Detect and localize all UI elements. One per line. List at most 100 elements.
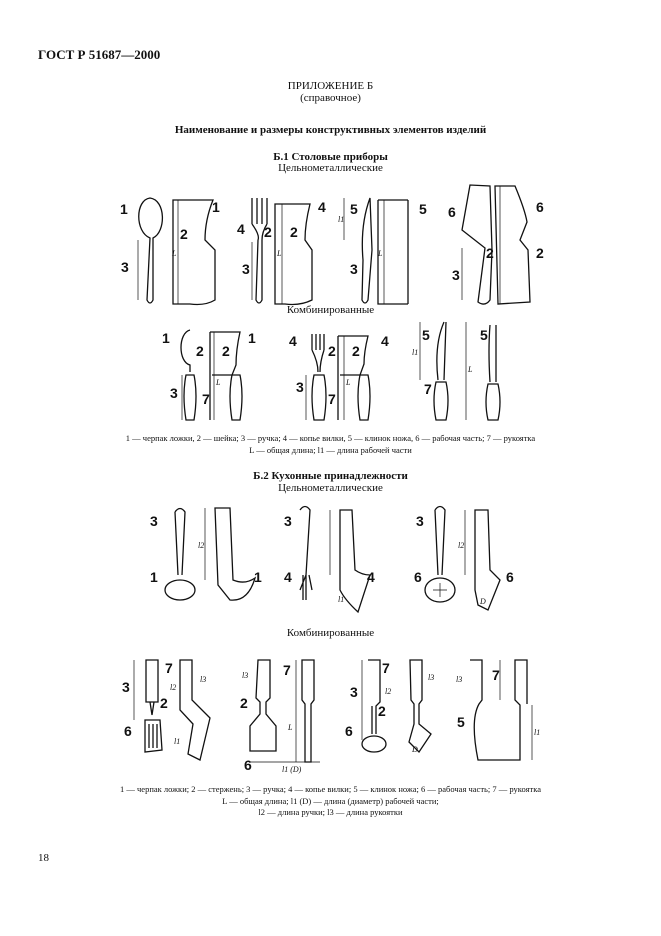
svg-text:5: 5 (480, 327, 488, 343)
svg-text:l1: l1 (412, 348, 418, 357)
figure-spoon-combined (180, 329, 243, 421)
section2-caption-3: l2 — длина ручки; l3 — длина рукоятки (258, 807, 403, 817)
section1-subtitle-solid: Цельнометаллические (278, 162, 383, 174)
figure-knife-solid (343, 197, 409, 305)
svg-text:3: 3 (296, 379, 304, 395)
figure-fork-solid (251, 198, 313, 306)
svg-text:4: 4 (237, 221, 245, 237)
svg-text:3: 3 (452, 267, 460, 283)
svg-text:6: 6 (506, 569, 514, 585)
svg-text:5: 5 (350, 201, 358, 217)
svg-text:L: L (467, 365, 473, 374)
figure-knife-combined (419, 321, 501, 421)
svg-text:1: 1 (120, 201, 128, 217)
svg-text:l3: l3 (428, 673, 434, 682)
section1-title: Б.1 Столовые приборы (273, 151, 388, 163)
appendix-title: ПРИЛОЖЕНИЕ Б (287, 80, 374, 92)
svg-text:7: 7 (328, 391, 336, 407)
section2-title: Б.2 Кухонные принадлежности (253, 470, 408, 482)
appendix-subtitle: (справочное) (300, 92, 361, 104)
svg-text:3: 3 (150, 513, 158, 529)
svg-text:1: 1 (212, 199, 220, 215)
section2-subtitle-solid: Цельнометаллические (278, 482, 383, 494)
svg-text:6: 6 (345, 723, 353, 739)
page-heading: Наименование и размеры конструктивных эл… (174, 124, 487, 136)
row3-labels: 3 1 1 l2 3 4 4 l1 3 6 6 l2 D (150, 513, 514, 606)
svg-text:l1: l1 (534, 728, 540, 737)
svg-text:l1: l1 (338, 595, 344, 604)
figure-ladle-solid (164, 507, 257, 601)
section1-subtitle-combined: Комбинированные (286, 304, 375, 316)
svg-text:D: D (411, 745, 418, 754)
svg-text:4: 4 (284, 569, 292, 585)
svg-text:7: 7 (165, 660, 173, 676)
svg-text:7: 7 (283, 662, 291, 678)
svg-text:2: 2 (160, 695, 168, 711)
svg-text:L: L (377, 249, 383, 258)
svg-text:2: 2 (290, 224, 298, 240)
standard-number: ГОСТ Р 51687—2000 (38, 47, 161, 62)
svg-text:4: 4 (318, 199, 326, 215)
row2-labels: 1 1 2 2 3 7 L 4 4 2 2 3 7 L 5 5 7 l1 L (162, 327, 488, 407)
svg-text:l2: l2 (458, 541, 464, 550)
svg-text:6: 6 (414, 569, 422, 585)
figure-skimmer-solid (424, 505, 501, 611)
svg-text:5: 5 (422, 327, 430, 343)
svg-text:l2: l2 (170, 683, 176, 692)
svg-text:D: D (479, 597, 486, 606)
figure-spatula-combined (133, 659, 211, 761)
svg-text:L: L (287, 723, 293, 732)
svg-text:1: 1 (150, 569, 158, 585)
svg-text:3: 3 (122, 679, 130, 695)
svg-text:7: 7 (202, 391, 210, 407)
svg-text:2: 2 (352, 343, 360, 359)
svg-text:L: L (276, 249, 282, 258)
figure-cleaver-combined (470, 659, 533, 761)
svg-text:l2: l2 (198, 541, 204, 550)
svg-text:2: 2 (536, 245, 544, 261)
svg-text:l1: l1 (338, 215, 344, 224)
figure-ladle-combined (361, 659, 432, 754)
section1-caption-2: L — общая длина; l1 — длина рабочей част… (249, 445, 412, 455)
svg-text:3: 3 (416, 513, 424, 529)
svg-text:l3: l3 (200, 675, 206, 684)
row4-labels: 3 7 2 6 l2 l3 l1 7 2 6 l3 L l1 (D) 3 7 2… (122, 660, 540, 774)
svg-text:5: 5 (457, 714, 465, 730)
svg-text:2: 2 (328, 343, 336, 359)
row1-labels: 1 1 2 3 L 4 4 2 2 3 L 5 5 3 l1 L 6 6 2 2… (120, 199, 544, 283)
figure-spoon-solid (137, 197, 216, 306)
section2-caption-1: 1 — черпак ложки; 2 — стержень; 3 — ручк… (120, 784, 541, 794)
svg-text:3: 3 (242, 261, 250, 277)
svg-text:1: 1 (248, 330, 256, 346)
svg-text:1: 1 (254, 569, 262, 585)
section2-caption-2: L — общая длина; l1 (D) — длина (диаметр… (222, 796, 439, 806)
svg-text:6: 6 (536, 199, 544, 215)
svg-text:L: L (345, 378, 351, 387)
svg-text:7: 7 (492, 667, 500, 683)
svg-text:4: 4 (289, 333, 297, 349)
svg-text:2: 2 (180, 226, 188, 242)
svg-text:3: 3 (170, 385, 178, 401)
svg-text:7: 7 (424, 381, 432, 397)
page-number: 18 (38, 852, 49, 864)
svg-text:3: 3 (350, 684, 358, 700)
svg-text:6: 6 (448, 204, 456, 220)
svg-text:2: 2 (378, 703, 386, 719)
svg-text:4: 4 (367, 569, 375, 585)
svg-text:2: 2 (222, 343, 230, 359)
svg-text:1: 1 (162, 330, 170, 346)
figure-kitchen-fork-solid (299, 505, 371, 614)
svg-text:l1 (D): l1 (D) (282, 765, 302, 774)
svg-text:l3: l3 (456, 675, 462, 684)
svg-text:3: 3 (284, 513, 292, 529)
svg-text:6: 6 (244, 757, 252, 773)
svg-text:2: 2 (240, 695, 248, 711)
svg-text:3: 3 (121, 259, 129, 275)
svg-text:l2: l2 (385, 687, 391, 696)
svg-text:7: 7 (382, 660, 390, 676)
section2-subtitle-combined: Комбинированные (286, 627, 375, 639)
svg-text:l1: l1 (174, 737, 180, 746)
svg-text:5: 5 (419, 201, 427, 217)
svg-text:2: 2 (486, 245, 494, 261)
svg-text:2: 2 (196, 343, 204, 359)
